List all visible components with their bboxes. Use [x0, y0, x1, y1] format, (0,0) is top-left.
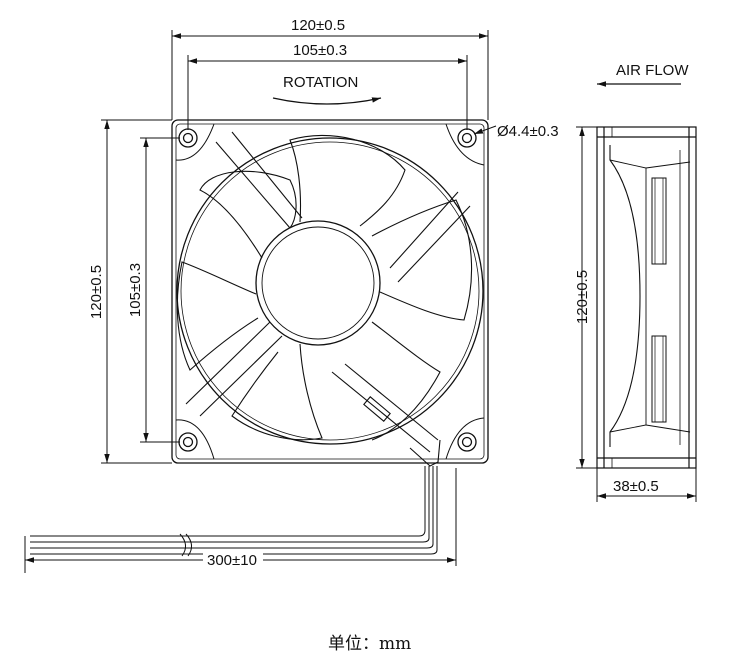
lead-length-label: 300±10 — [207, 552, 257, 569]
rotation-label: ROTATION — [283, 74, 358, 91]
hole-diameter-label: Ø4.4±0.3 — [497, 123, 559, 140]
fan-venturi-ring — [176, 137, 484, 445]
hole-pitch-horizontal-label: 105±0.3 — [293, 42, 347, 59]
fan-blades — [176, 134, 473, 441]
fan-hub — [255, 220, 381, 346]
hole-pitch-vertical-dimension — [140, 137, 180, 443]
motor-struts — [185, 131, 471, 467]
overall-height-label: 120±0.5 — [88, 265, 105, 319]
depth-dimension — [596, 468, 697, 502]
lead-wires — [30, 466, 438, 557]
front-view — [171, 119, 489, 467]
overall-height-dimension — [101, 119, 172, 464]
side-view — [596, 126, 697, 469]
side-height-dimension — [576, 126, 597, 469]
hole-diameter-leader — [473, 125, 497, 135]
side-frame — [596, 126, 697, 469]
overall-width-dimension — [171, 30, 489, 120]
rotation-arrow — [272, 97, 382, 105]
overall-width-label: 120±0.5 — [291, 17, 345, 34]
unit-note: 单位：mm — [328, 634, 411, 654]
hole-pitch-vertical-label: 105±0.3 — [127, 263, 144, 317]
fan-frame — [171, 119, 489, 464]
depth-label: 38±0.5 — [613, 478, 659, 495]
side-height-label: 120±0.5 — [574, 270, 591, 324]
fan-frame-inner-edge — [175, 123, 485, 460]
hole-pitch-horizontal-dimension — [187, 55, 468, 130]
air-flow-label: AIR FLOW — [616, 62, 689, 79]
